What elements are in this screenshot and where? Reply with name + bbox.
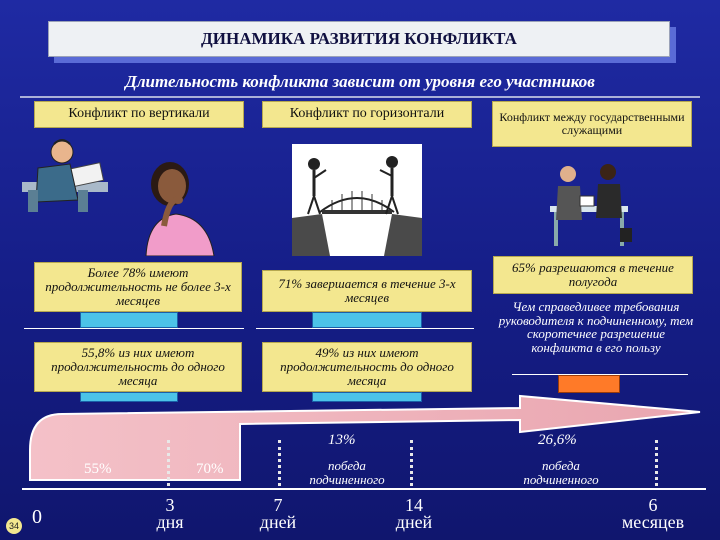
stat-vertical-1-month: 55,8% из них имеют продолжительность до … [34,342,242,392]
divider-right [512,374,688,375]
win-subordinate-2: победа подчиненного [523,458,599,488]
share-13: 13% [328,432,356,448]
civil-note: Чем справедливее требования руководителя… [498,299,694,355]
time-7-days-unit: дней [259,512,297,533]
time-6-months-unit: месяцев [621,512,685,533]
man-at-desk-illustration [22,139,108,212]
bridge-illustration [292,144,422,256]
category-vertical: Конфликт по вертикали [34,101,244,128]
share-70: 70% [196,461,224,477]
divider-middle [256,328,474,329]
time-14-days-number: 14 [405,495,423,515]
win-subordinate-1: победа подчиненного [309,458,385,488]
slide-subtitle: Длительность конфликта зависит от уровня… [125,72,595,91]
duration-bar-civil [558,375,620,393]
timeline-arrow [29,394,701,481]
time-7-days: 7 дней [256,495,300,533]
time-3-days: 3 дня [150,495,190,533]
time-14-days-unit: дней [395,512,433,533]
time-6-months: 6 месяцев [616,495,690,533]
slide-title: ДИНАМИКА РАЗВИТИЯ КОНФЛИКТА [48,21,670,57]
category-civil: Конфликт между государственными служащим… [492,101,692,147]
time-0: 0 [32,506,42,528]
page-number: 34 [6,518,22,534]
duration-bar-horizontal-1 [312,312,422,328]
time-3-days-number: 3 [165,495,175,515]
stat-horizontal-3-months: 71% завершается в течение 3-х месяцев [262,270,472,312]
stat-civil-half-year: 65% разрешаются в течение полугода [493,256,693,294]
share-26-6: 26,6% [538,432,577,448]
time-3-days-unit: дня [156,512,184,533]
share-55: 55% [84,461,112,477]
time-6-months-number: 6 [648,495,658,515]
duration-bar-vertical-1 [80,312,178,328]
marker-7-days [278,440,281,486]
category-horizontal: Конфликт по горизонтали [262,101,472,128]
marker-3-days [167,440,170,486]
divider-left [24,328,244,329]
marker-6-months [655,440,658,486]
time-7-days-number: 7 [273,495,283,515]
subtitle-divider [20,96,700,98]
stat-vertical-3-months: Более 78% имеют продолжительность не бол… [34,262,242,312]
time-axis [22,488,706,490]
thinking-woman-illustration [145,162,215,256]
stat-horizontal-1-month: 49% из них имеют продолжительность до од… [262,342,472,392]
marker-14-days [410,440,413,486]
time-14-days: 14 дней [392,495,436,533]
duration-bar-vertical-2 [80,392,178,402]
officials-illustration [550,164,632,246]
duration-bar-horizontal-2 [312,392,422,402]
